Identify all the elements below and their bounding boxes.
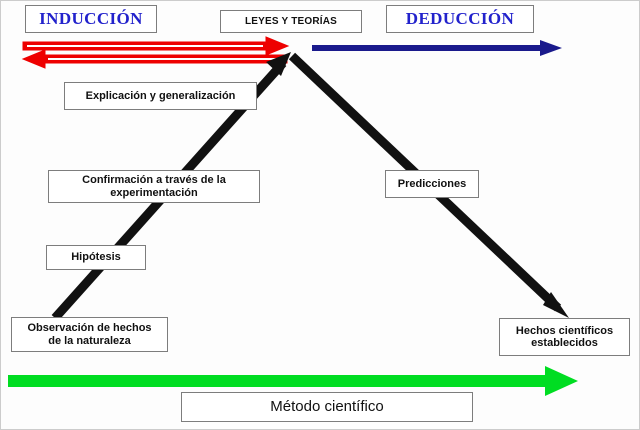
box-induccion-label: INDUCCIÓN — [39, 9, 143, 29]
box-hechos-line1: Hechos científicos — [515, 324, 614, 337]
box-confirmacion-experimentacion[interactable]: Confirmación a través de la experimentac… — [48, 170, 260, 203]
box-hechos-line2: establecidos — [531, 337, 598, 349]
box-metodo-label: Método científico — [270, 397, 384, 415]
box-confirmacion-line1: Confirmación a través de la — [82, 174, 226, 187]
box-hechos-cientificos[interactable]: Hechos científicos establecidos — [499, 318, 630, 356]
box-observacion-hechos[interactable]: Observación de hechos de la naturaleza — [11, 317, 168, 352]
box-predicciones-label: Predicciones — [397, 177, 467, 190]
box-predicciones[interactable]: Predicciones — [385, 170, 479, 198]
box-observacion-line2: de la naturaleza — [48, 334, 131, 347]
box-deduccion-label: DEDUCCIÓN — [405, 9, 515, 29]
box-leyes-label: LEYES Y TEORÍAS — [244, 15, 338, 27]
box-deduccion[interactable]: DEDUCCIÓN — [386, 5, 534, 33]
box-explicacion-label: Explicación y generalización — [85, 89, 236, 102]
box-metodo-cientifico[interactable]: Método científico — [181, 392, 473, 422]
box-hipotesis-label: Hipótesis — [71, 251, 121, 264]
box-leyes-y-teorias[interactable]: LEYES Y TEORÍAS — [220, 10, 362, 33]
box-induccion[interactable]: INDUCCIÓN — [25, 5, 157, 33]
box-explicacion-generalizacion[interactable]: Explicación y generalización — [64, 82, 257, 110]
box-confirmacion-line2: experimentación — [110, 186, 198, 199]
box-hipotesis[interactable]: Hipótesis — [46, 245, 146, 270]
induction-right-arrow-icon — [22, 36, 290, 56]
induction-left-arrow-icon — [21, 49, 288, 69]
box-observacion-line1: Observación de hechos — [27, 322, 152, 335]
deduction-right-arrow-icon — [312, 40, 562, 56]
